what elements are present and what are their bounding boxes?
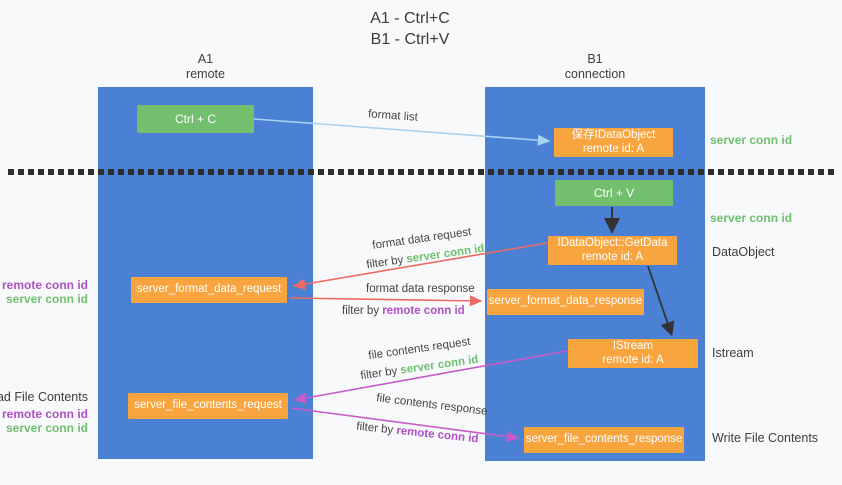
annotation-write-file-contents: Write File Contents (712, 431, 819, 445)
save-idataobject-line1: 保存IDataObject (571, 129, 656, 141)
server-conn-id-text: server conn id (405, 242, 486, 266)
node-ctrl-c: Ctrl + C (137, 105, 254, 133)
lane-header-b1: B1 connection (485, 52, 705, 82)
lane-header-a1: A1 remote (98, 52, 313, 82)
node-server-format-data-request: server_format_data_request (131, 277, 287, 303)
node-server-format-data-response: server_format_data_response (487, 289, 644, 315)
filter-by-prefix: filter by (359, 364, 402, 383)
lane-a1-name: A1 (197, 52, 214, 66)
file-request-label: server_file_contents_request (134, 399, 282, 412)
session-divider-dotted-line (8, 169, 836, 175)
annotation-server-conn-id-top: server conn id (710, 133, 793, 147)
annotation-server-conn-id-left-2: server conn id (5, 421, 88, 435)
lane-b1-role: connection (564, 67, 626, 81)
node-ctrl-v: Ctrl + V (555, 180, 673, 206)
arrow-format-data-response (289, 295, 483, 307)
annotation-read-file-contents: Read File Contents (0, 390, 88, 404)
filter-by-prefix: filter by (355, 420, 398, 437)
label-format-data-response: format data response (366, 283, 475, 295)
label-file-contents-response: file contents response (375, 392, 489, 418)
annotation-server-conn-id-left-1: server conn id (5, 292, 88, 306)
istream-line2: remote id: A (602, 353, 664, 366)
lane-a1-role: remote (186, 67, 225, 81)
format-request-label: server_format_data_request (136, 283, 282, 296)
annotation-remote-conn-id-1: remote conn id (1, 278, 88, 292)
label-format-list: format list (367, 108, 419, 124)
label-filter-by-remote-conn-id-1: filter by remote conn id (342, 305, 465, 317)
ctrl-v-label: Ctrl + V (593, 186, 635, 200)
lane-b1-name: B1 (587, 52, 603, 66)
ctrl-c-label: Ctrl + C (174, 112, 216, 126)
save-idataobject-line2: remote id: A (582, 142, 645, 155)
filter-by-prefix: filter by (342, 305, 383, 317)
node-save-idataobject: 保存IDataObject remote id: A (554, 128, 673, 157)
getdata-line1: IDataObject::GetData (557, 237, 668, 249)
node-server-file-contents-response: server_file_contents_response (524, 427, 684, 453)
annotation-remote-conn-id-2: remote conn id (1, 407, 88, 421)
istream-line1: IStream (612, 340, 654, 352)
annotation-dataobject: DataObject (712, 245, 775, 259)
getdata-line2: remote id: A (581, 250, 644, 263)
node-server-file-contents-request: server_file_contents_request (128, 393, 288, 419)
format-response-label: server_format_data_response (488, 295, 643, 308)
annotation-istream: Istream (712, 346, 754, 360)
annotation-server-conn-id-mid: server conn id (710, 211, 793, 225)
title-line-2: B1 - Ctrl+V (370, 31, 450, 48)
diagram-title: A1 - Ctrl+C B1 - Ctrl+V (0, 8, 820, 50)
remote-conn-id-text: remote conn id (395, 424, 479, 446)
label-filter-by-remote-conn-id-2: filter by remote conn id (356, 421, 479, 446)
title-line-1: A1 - Ctrl+C (370, 10, 450, 27)
node-istream: IStream remote id: A (568, 339, 698, 368)
remote-conn-id-text: remote conn id (382, 305, 465, 317)
file-response-label: server_file_contents_response (525, 433, 683, 446)
node-idataobject-getdata: IDataObject::GetData remote id: A (548, 236, 677, 265)
filter-by-prefix: filter by (365, 253, 408, 272)
server-conn-id-text: server conn id (399, 353, 480, 377)
